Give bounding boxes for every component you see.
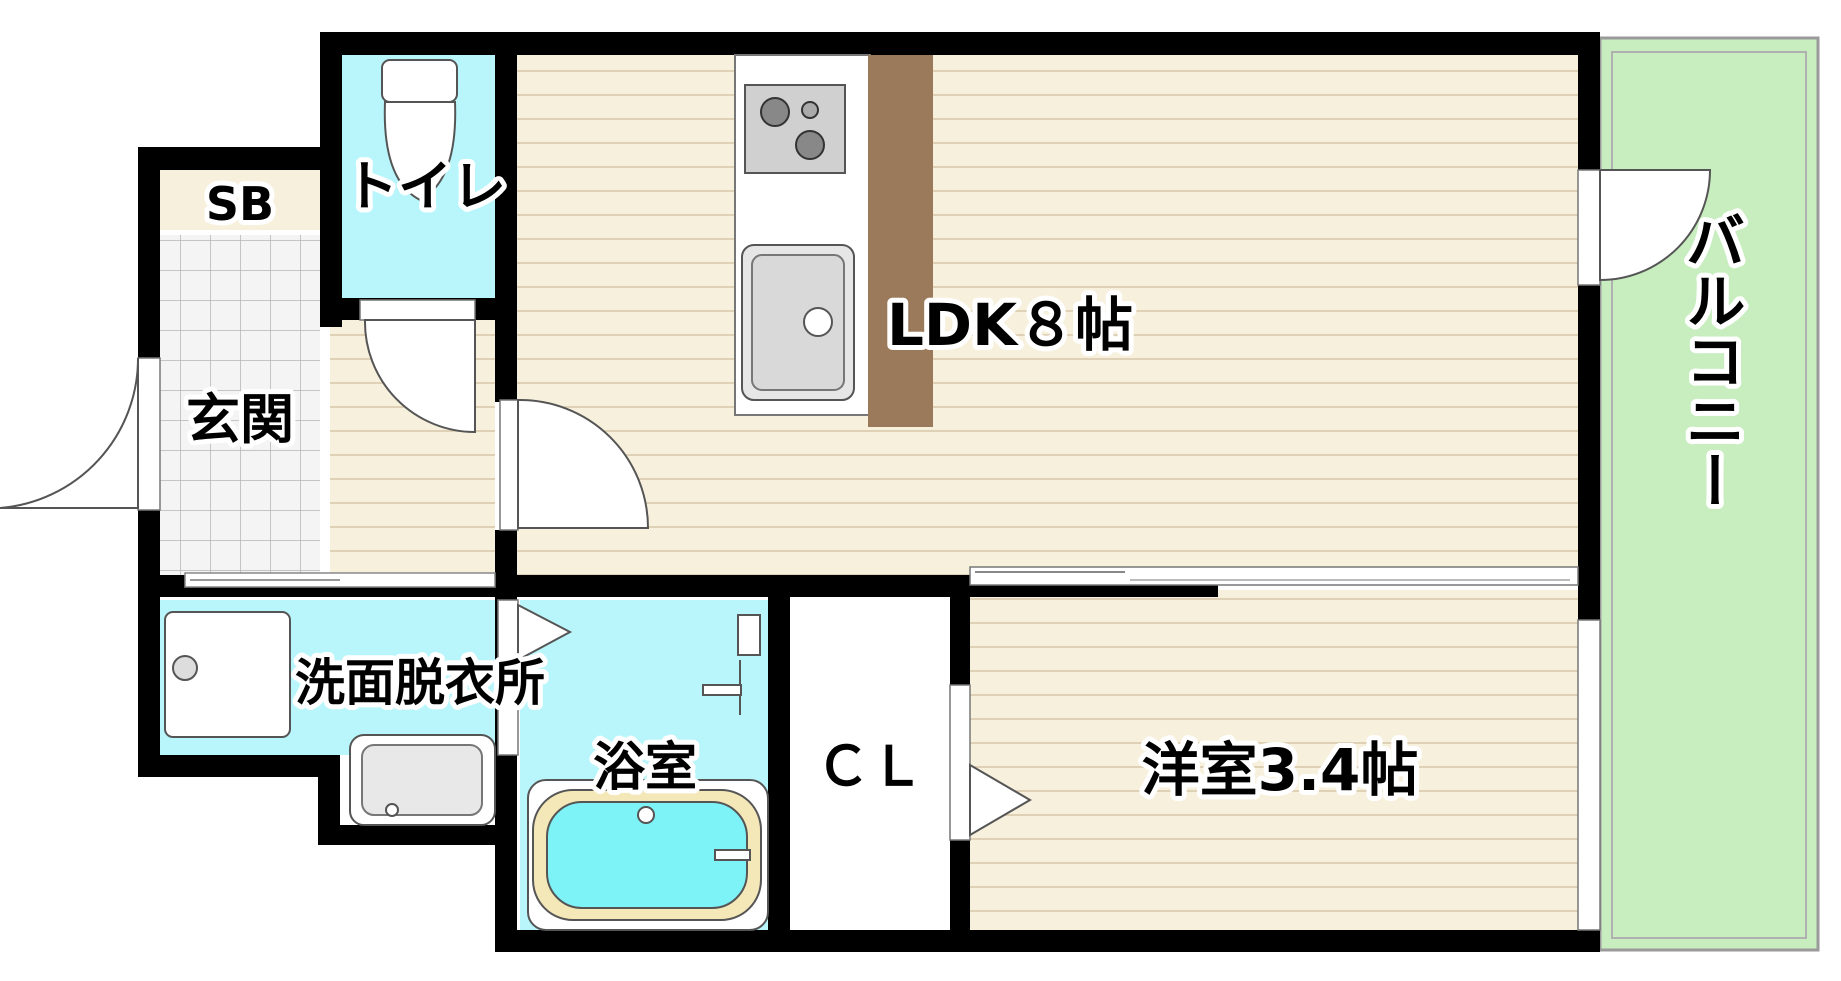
closet-floor xyxy=(790,600,950,935)
washer-pan-icon xyxy=(164,611,291,738)
toilet-label: トイレ xyxy=(344,155,506,218)
shoe-box-label: SB xyxy=(206,177,274,231)
washbasin-icon xyxy=(349,734,496,826)
entrance-door xyxy=(0,357,161,511)
washroom-label: 洗面脱衣所 xyxy=(295,654,545,712)
stove-icon xyxy=(744,84,846,174)
entrance-floor xyxy=(160,235,320,575)
balcony-label: バルコニー xyxy=(1675,210,1745,510)
sink-icon xyxy=(741,244,855,401)
ldk-floor xyxy=(515,55,1580,575)
toilet-icon xyxy=(381,59,458,202)
balcony-window xyxy=(1577,619,1601,931)
closet-door xyxy=(949,684,1032,841)
sliding-door xyxy=(969,566,1579,586)
western-room-floor xyxy=(965,590,1580,935)
balcony-door xyxy=(1577,169,1712,286)
washroom-sliding-door xyxy=(184,572,496,588)
ldk-door xyxy=(499,398,650,531)
western-room-label: 洋室3.4帖 xyxy=(1142,736,1419,804)
closet-label: ＣＬ xyxy=(816,735,924,798)
bathroom-door xyxy=(497,599,573,756)
bathtub-icon xyxy=(527,779,769,931)
entrance-label: 玄関 xyxy=(186,388,294,451)
shoe-box-area xyxy=(160,170,320,230)
toilet-door xyxy=(359,299,476,434)
walls xyxy=(138,32,1600,952)
ldk-label: LDK８帖 xyxy=(887,291,1133,359)
shower-faucet-icon xyxy=(702,614,761,715)
bathroom-label: 浴室 xyxy=(593,738,697,798)
